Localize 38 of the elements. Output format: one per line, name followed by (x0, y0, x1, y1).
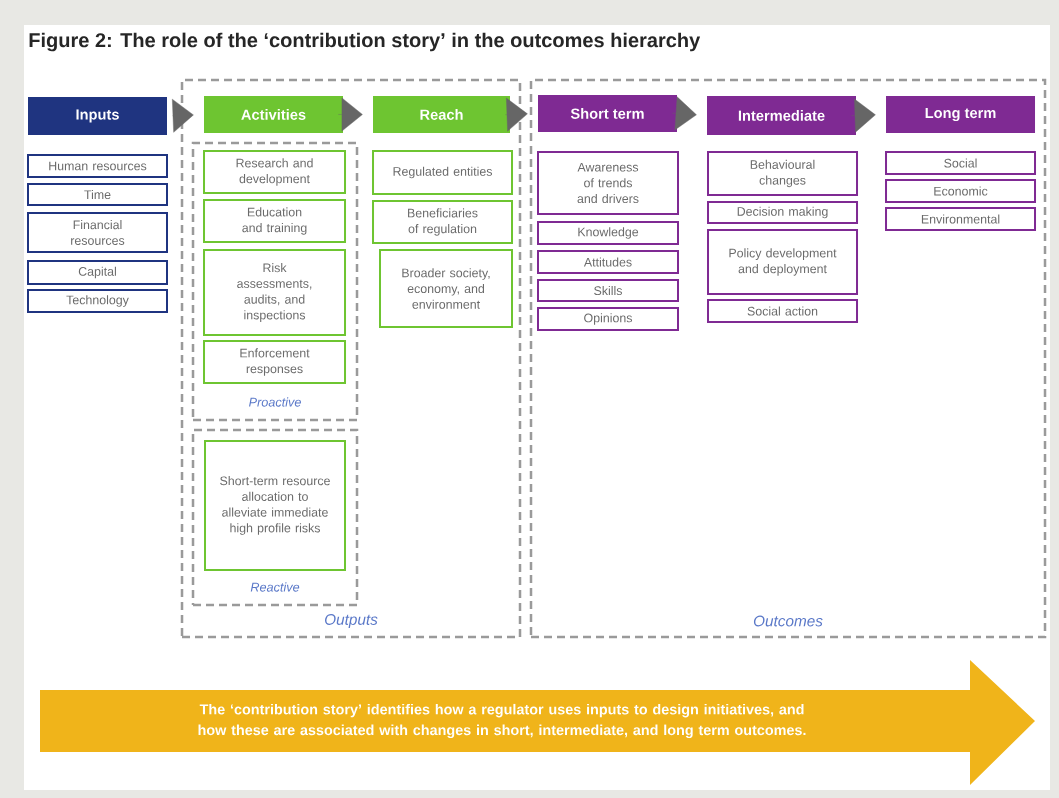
item-box: Policy development and deployment (707, 229, 858, 295)
item-box: Time (27, 183, 168, 206)
item-box: Skills (537, 279, 679, 302)
header-box: Reach (373, 96, 510, 133)
header-box: Inputs (28, 97, 167, 135)
header-box: Intermediate (707, 96, 856, 135)
item-box: Knowledge (537, 221, 679, 245)
item-box: Attitudes (537, 250, 679, 274)
item-box: Short-term resource allocation to alleviate immediate high profile risks (204, 440, 346, 571)
item-box: Education and training (203, 199, 346, 243)
title: Figure 2: The role of the ‘contribution story’ in the outcomes hierarchy (29, 32, 701, 52)
chevron-arrow (172, 98, 194, 133)
header-box: Activities (204, 96, 343, 133)
item-box: Broader society, economy, and environment (379, 249, 513, 328)
item-box: Enforcement responses (203, 340, 346, 384)
item-box: Financial resources (27, 212, 168, 253)
item-box: Opinions (537, 307, 679, 331)
header-box: Short term (538, 95, 677, 132)
chevron-arrow (672, 96, 697, 131)
chevron-arrow (338, 97, 363, 132)
item-box: Environmental (885, 207, 1036, 231)
item-box: Beneficiaries of regulation (372, 200, 513, 244)
item-box: Research and development (203, 150, 346, 194)
item-box: Behavioural changes (707, 151, 858, 196)
chevron-arrow (505, 97, 528, 132)
item-box: Social (885, 151, 1036, 175)
item-box: Decision making (707, 201, 858, 224)
chevron-arrow (851, 98, 876, 133)
item-box: Technology (27, 289, 168, 313)
header-box: Long term (886, 96, 1035, 133)
item-box: Regulated entities (372, 150, 513, 195)
item-box: Human resources (27, 154, 168, 178)
item-box: Risk assessments, audits, and inspections (203, 249, 346, 336)
item-box: Awareness of trends and drivers (537, 151, 679, 215)
item-box: Economic (885, 179, 1036, 203)
arrow-banner: The ‘contribution story’ identifies how a regulator uses inputs to design initiatives, and how these are associated with changes in short, intermediate, and long term outcomes. (40, 660, 1035, 785)
item-box: Capital (27, 260, 168, 285)
item-box: Social action (707, 299, 858, 323)
